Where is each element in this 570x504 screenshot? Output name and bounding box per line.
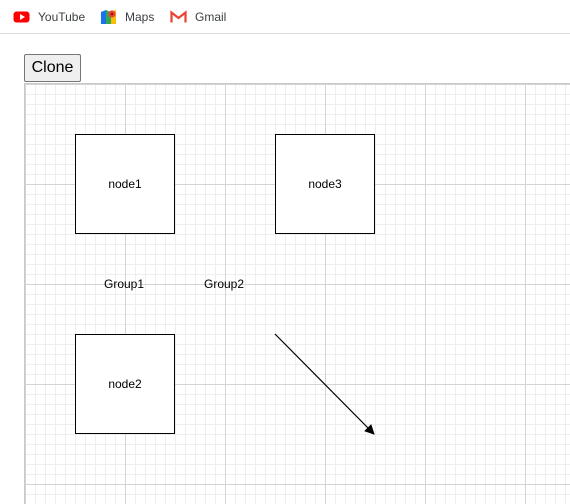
diagram-canvas[interactable]: node1 node3 node2 Group1 Group2	[24, 83, 570, 504]
gmail-icon	[170, 9, 187, 25]
bookmark-label: YouTube	[38, 10, 86, 24]
node-node3[interactable]: node3	[275, 134, 375, 234]
bookmark-label: Maps	[125, 10, 155, 24]
node-node2[interactable]: node2	[75, 334, 175, 434]
node-node1[interactable]: node1	[75, 134, 175, 234]
node-label: node2	[108, 377, 142, 391]
bookmark-gmail[interactable]: Gmail	[170, 8, 226, 26]
node-label: node3	[308, 177, 342, 191]
edge-arrow[interactable]	[274, 333, 375, 435]
group-label-group1[interactable]: Group1	[104, 277, 145, 291]
bookmark-label: Gmail	[195, 10, 227, 24]
node-label: node1	[108, 177, 142, 191]
maps-icon	[100, 9, 117, 25]
youtube-icon	[13, 9, 30, 25]
bookmark-youtube[interactable]: YouTube	[13, 8, 85, 26]
bookmark-maps[interactable]: Maps	[100, 8, 154, 26]
group-label-group2[interactable]: Group2	[204, 277, 245, 291]
clone-button[interactable]: Clone	[24, 54, 81, 82]
bookmarks-bar: YouTube Maps Gmail	[0, 0, 570, 34]
